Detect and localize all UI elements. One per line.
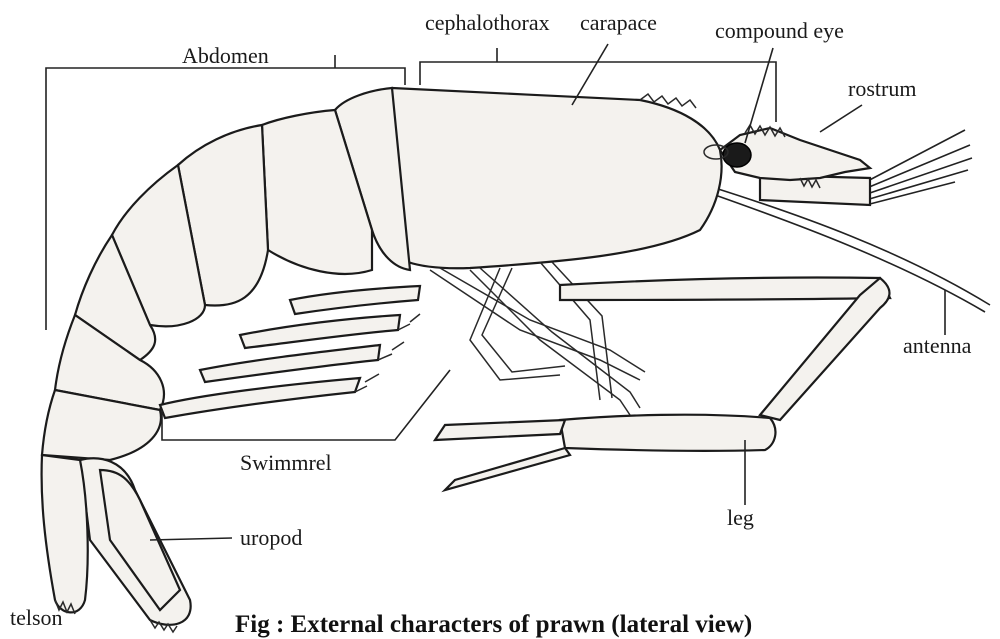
label-antenna: antenna	[903, 333, 972, 358]
label-abdomen: Abdomen	[182, 43, 269, 68]
label-cephalothorax: cephalothorax	[425, 10, 550, 35]
figure-caption: Fig : External characters of prawn (late…	[235, 611, 752, 638]
prawn-body	[42, 88, 990, 632]
label-rostrum: rostrum	[848, 76, 916, 101]
carapace	[369, 88, 722, 268]
label-compound-eye: compound eye	[715, 18, 844, 43]
label-uropod: uropod	[240, 525, 302, 550]
label-telson: telson	[10, 605, 63, 630]
tail-fan	[42, 455, 191, 632]
label-swimmerel: Swimmrel	[240, 450, 332, 475]
label-carapace: carapace	[580, 10, 657, 35]
label-leg: leg	[727, 505, 754, 530]
telson-part	[42, 455, 88, 612]
chela-leg	[435, 277, 890, 490]
